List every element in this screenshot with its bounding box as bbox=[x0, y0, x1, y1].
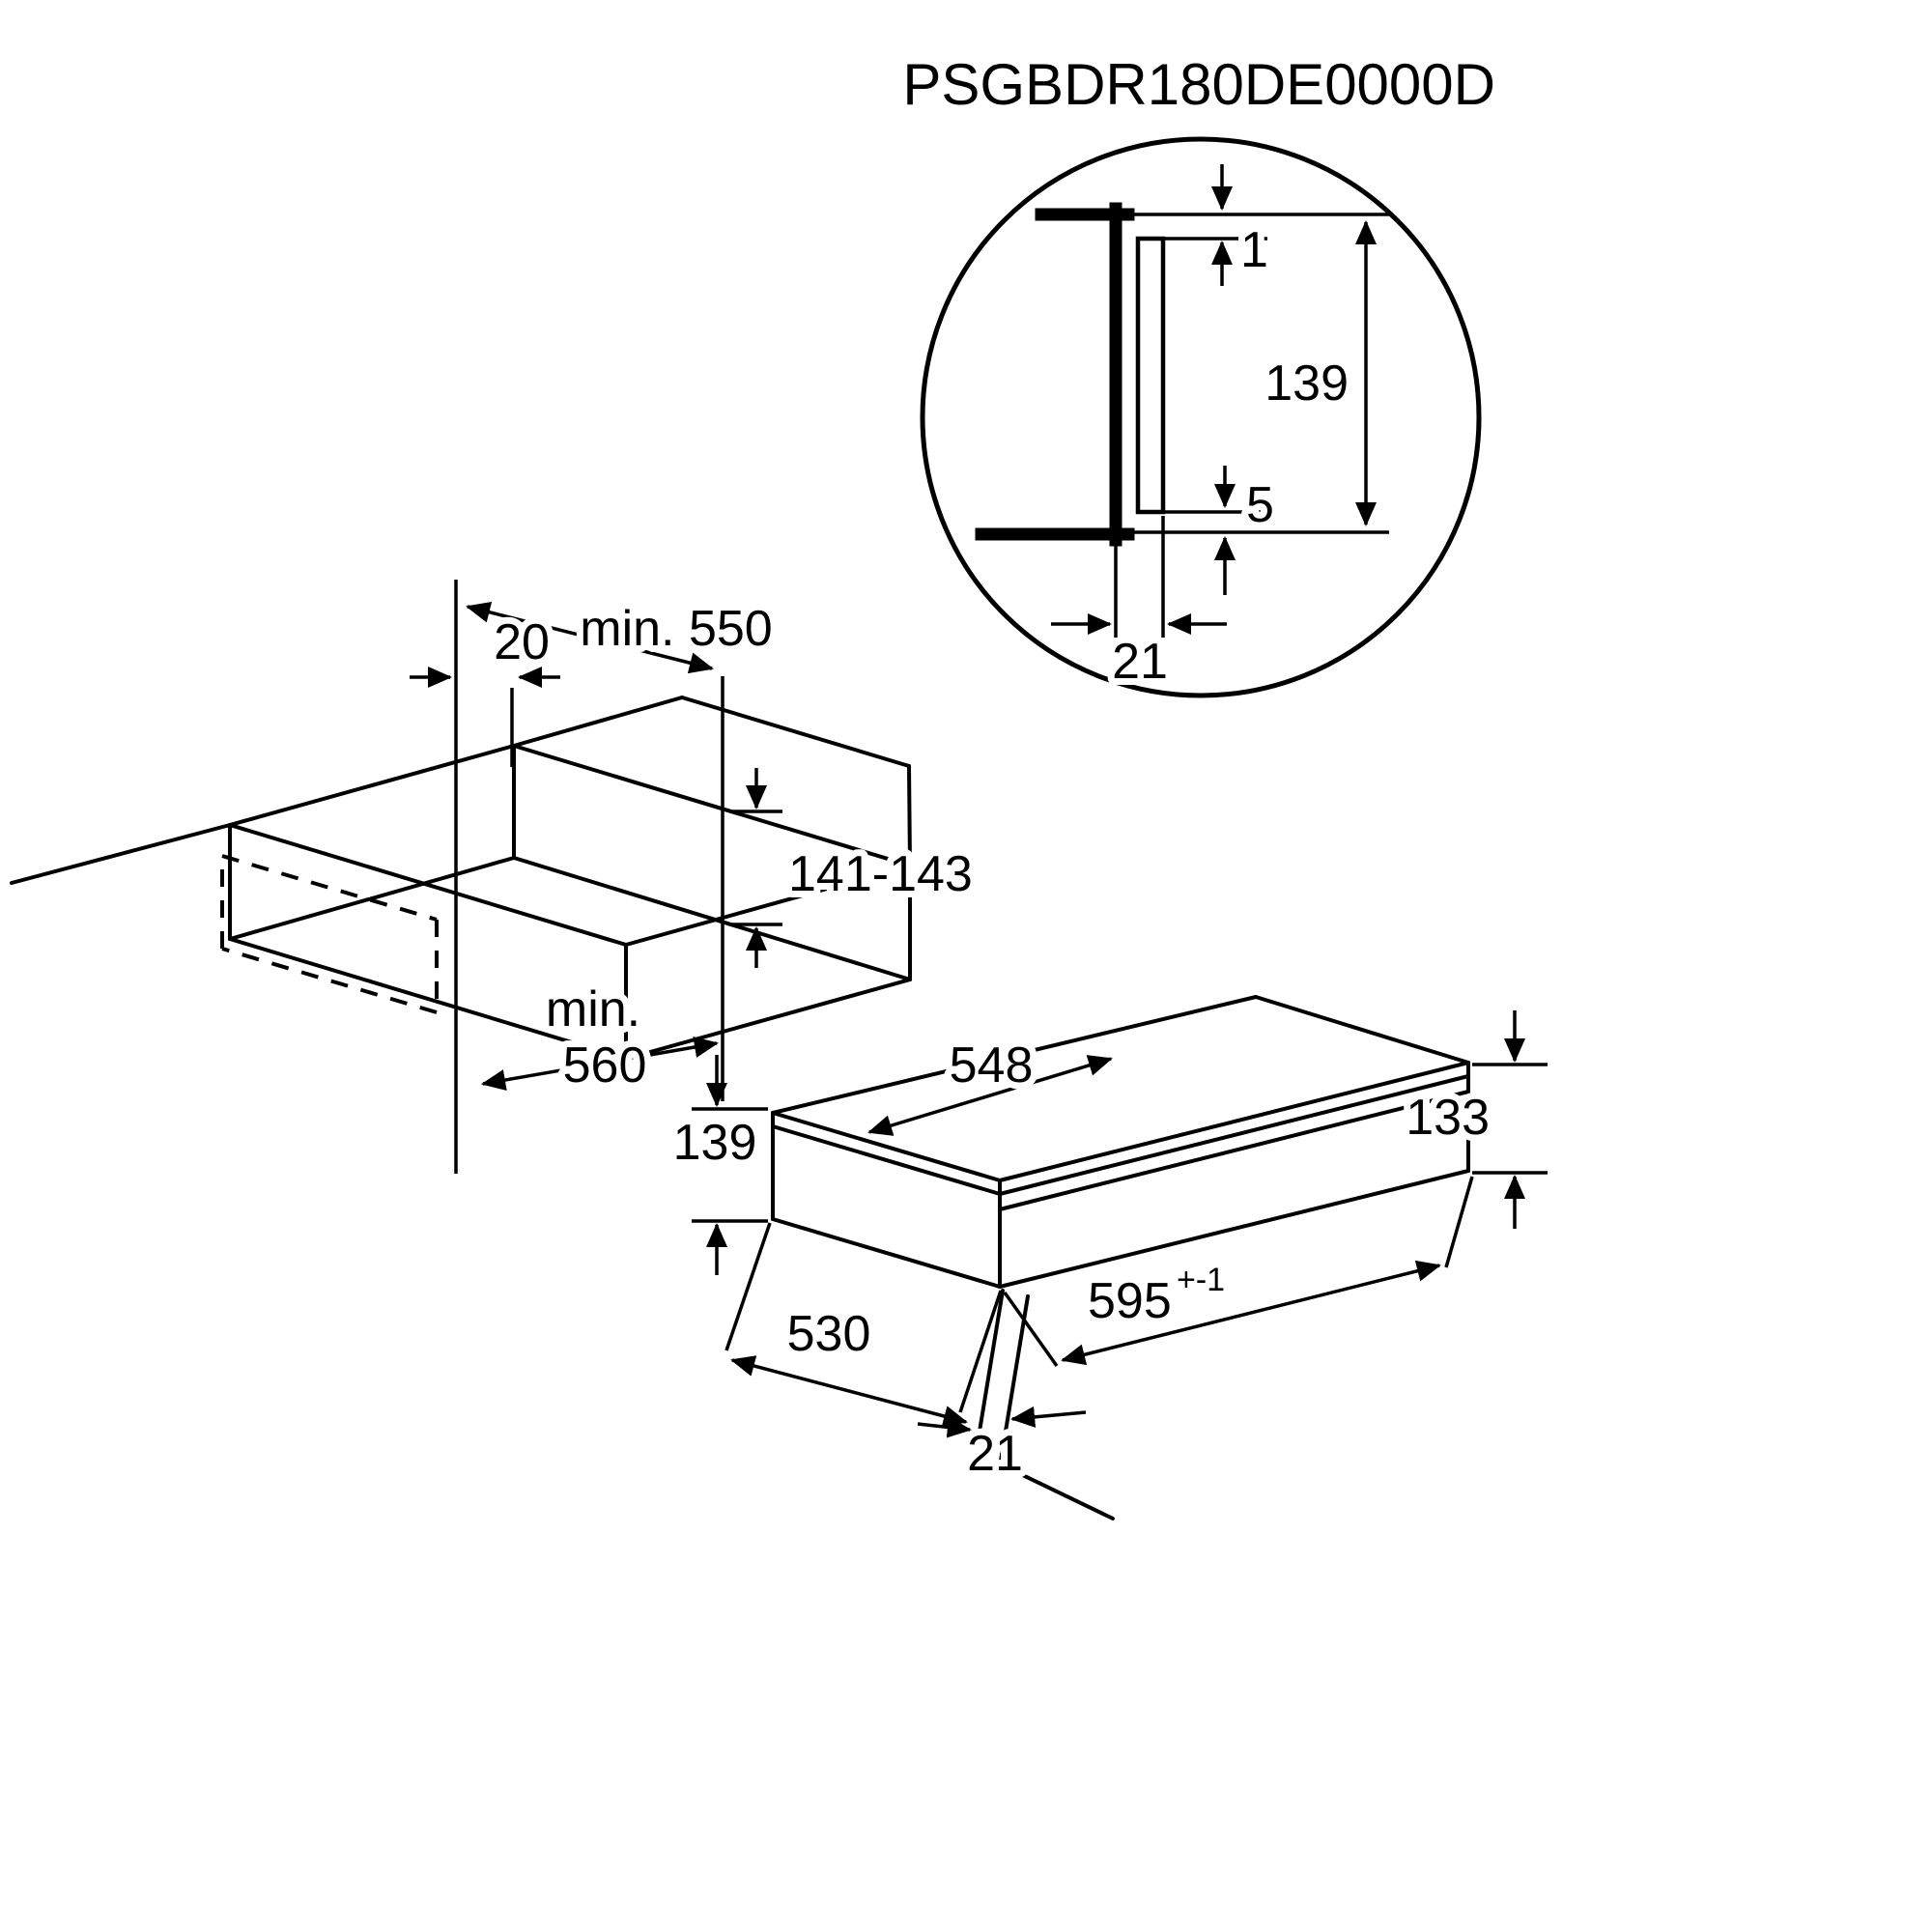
drawing-line bbox=[228, 823, 628, 947]
drawing-line bbox=[1003, 1291, 1059, 1368]
detail-circle-view: 1 139 5 21 bbox=[920, 136, 1482, 698]
drawing-line bbox=[998, 1169, 1470, 1289]
drawer-view: 548 139 133 595 +-1 530 21 bbox=[667, 995, 1548, 1520]
drawing-line bbox=[221, 947, 438, 1014]
dim-label-front-offset: 20 bbox=[494, 614, 550, 670]
drawing-line bbox=[771, 1111, 1002, 1182]
drawing-line bbox=[958, 1290, 1003, 1413]
drawing-line bbox=[1003, 1464, 1115, 1520]
dim-label-min-width-value: 560 bbox=[563, 1037, 647, 1094]
drawing-line bbox=[998, 1074, 1470, 1196]
drawing-line bbox=[917, 1416, 973, 1438]
drawing-line bbox=[680, 696, 911, 768]
dim-label-front-width: 595 bbox=[1088, 1273, 1172, 1329]
drawing-line bbox=[999, 1294, 1030, 1463]
dim-label-front-gap: 21 bbox=[967, 1426, 1023, 1482]
drawing-line bbox=[771, 1124, 1002, 1196]
dim-label-front-height: 133 bbox=[1406, 1090, 1490, 1146]
drawing-line bbox=[624, 864, 912, 947]
drawing-line bbox=[228, 744, 516, 827]
dim-label-niche-height: 141-143 bbox=[788, 846, 973, 902]
dim-label-top-gap: 1 bbox=[1240, 222, 1268, 278]
drawing-line bbox=[512, 696, 684, 748]
drawing-line bbox=[512, 744, 912, 867]
model-number-label: PSGBDR180DE0000D bbox=[902, 52, 1495, 117]
drawing-line bbox=[724, 1222, 772, 1351]
drawer-top-face bbox=[771, 995, 1258, 1115]
drawer-front-section bbox=[1135, 236, 1166, 515]
drawing-line bbox=[512, 856, 912, 981]
dim-label-front-width-tolerance: +-1 bbox=[1177, 1262, 1225, 1298]
dim-label-panel-depth: 21 bbox=[1112, 634, 1168, 690]
dim-label-top-width: 548 bbox=[950, 1037, 1034, 1094]
dim-label-bottom-gap: 5 bbox=[1246, 477, 1274, 533]
dim-label-min-depth: min. 550 bbox=[580, 601, 772, 657]
dim-label-total-height: 139 bbox=[673, 1115, 757, 1171]
dim-label-body-depth: 530 bbox=[787, 1306, 871, 1362]
drawing-line bbox=[907, 764, 912, 867]
dim-label-front-height: 139 bbox=[1264, 355, 1349, 412]
drawing-line bbox=[974, 1289, 1005, 1457]
drawing-line bbox=[1061, 1260, 1441, 1366]
drawer-handle-line bbox=[998, 1090, 1470, 1211]
drawing-line bbox=[1444, 1176, 1474, 1268]
dim-label-min-width-word: min. bbox=[546, 981, 640, 1037]
drawing-line bbox=[481, 1037, 719, 1091]
drawing-line bbox=[867, 1055, 1113, 1136]
drawing-line bbox=[1254, 995, 1470, 1065]
drawing-line bbox=[998, 1061, 1470, 1182]
drawing-line bbox=[1009, 1406, 1087, 1428]
drawing-line bbox=[466, 601, 714, 674]
drawing-line bbox=[624, 978, 912, 1061]
cutout-view: min. 550 20 141-143 min. 560 bbox=[10, 580, 980, 1174]
worktop-front-edge bbox=[10, 823, 232, 885]
hidden-drawer-outline bbox=[221, 854, 438, 922]
drawing-line bbox=[730, 1355, 968, 1427]
detail-circle-outline bbox=[920, 136, 1482, 698]
drawing-line bbox=[771, 1217, 1002, 1289]
